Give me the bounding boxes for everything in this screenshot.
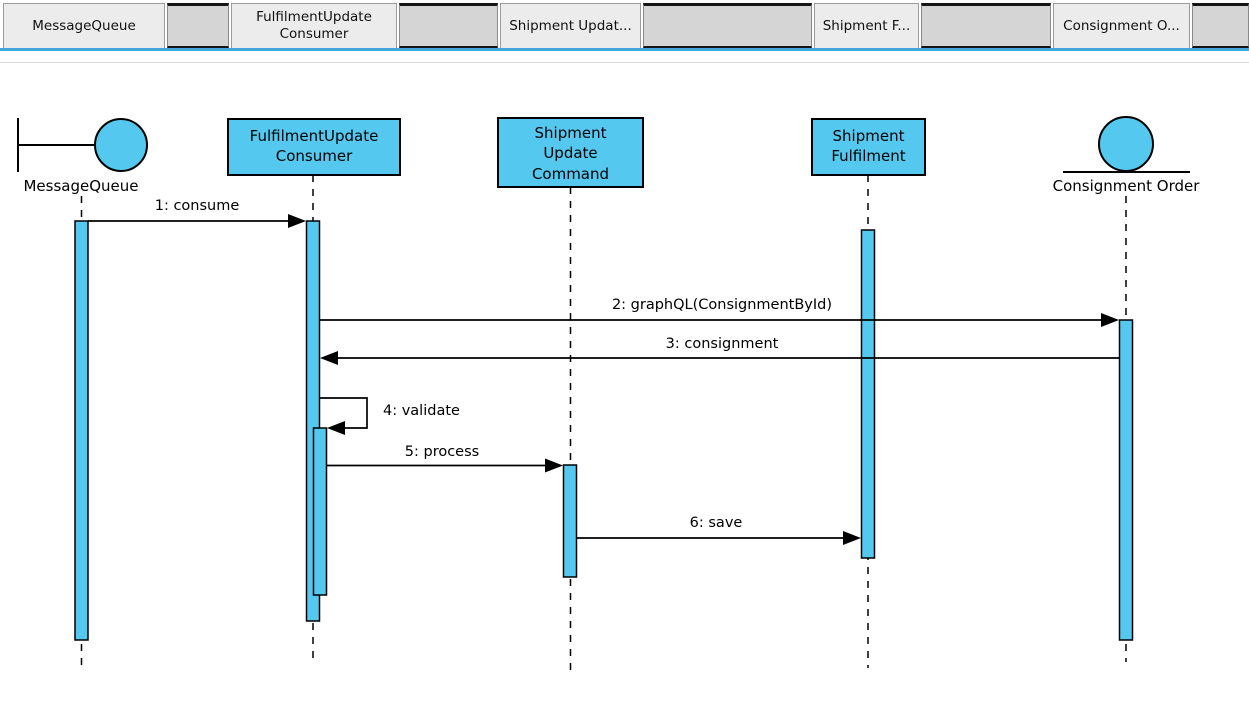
activation-bar-fulfilment-nested[interactable] — [312, 427, 328, 596]
tab-underline — [0, 48, 1249, 51]
message-5-process[interactable]: 5: process — [327, 444, 563, 473]
actor-label-line: Consumer — [276, 147, 353, 165]
message-2-graphql[interactable]: 2: graphQL(ConsignmentById) — [320, 297, 1119, 327]
arrowhead-icon — [327, 421, 345, 435]
tab-label: MessageQueue — [32, 17, 136, 34]
activation-bar-consignment-order[interactable] — [1118, 319, 1134, 641]
message-4-validate[interactable]: 4: validate — [320, 397, 460, 435]
actor-label-line: Update — [543, 144, 597, 162]
actor-fulfilment-update-consumer[interactable]: FulfilmentUpdate Consumer — [227, 118, 401, 176]
actor-label-line: Fulfilment — [831, 147, 905, 165]
arrowhead-icon — [288, 214, 306, 228]
boundary-icon-circle — [94, 118, 148, 172]
message-label: 6: save — [690, 515, 743, 531]
tab-spacer-1[interactable] — [167, 3, 229, 48]
sequence-diagram-canvas[interactable]: MessageQueue FulfilmentUpdate Consumer S… — [0, 65, 1249, 701]
tab-spacer-4[interactable] — [921, 3, 1051, 48]
tab-spacer-3[interactable] — [643, 3, 812, 48]
actor-label-line: FulfilmentUpdate — [250, 127, 379, 145]
tab-label: Shipment Updat... — [509, 17, 632, 34]
entity-icon-circle — [1098, 116, 1154, 172]
message-label: 3: consignment — [666, 336, 779, 352]
tab-message-queue[interactable]: MessageQueue — [3, 3, 165, 48]
tab-label: Consignment O... — [1063, 17, 1180, 34]
actor-label-line: Command — [532, 165, 609, 183]
arrowhead-icon — [843, 531, 861, 545]
message-1-consume[interactable]: 1: consume — [88, 198, 306, 228]
actor-label: Consignment Order — [1053, 177, 1201, 195]
actor-box — [497, 117, 644, 188]
actor-label-line: Shipment — [535, 124, 607, 142]
divider-line — [0, 62, 1249, 63]
tab-spacer-2[interactable] — [399, 3, 498, 48]
message-3-consignment[interactable]: 3: consignment — [320, 336, 1119, 365]
tab-shipment-update[interactable]: Shipment Updat... — [500, 3, 641, 48]
actor-shipment-update-command[interactable]: Shipment Update Command — [497, 117, 644, 188]
arrowhead-icon — [545, 458, 563, 473]
actor-message-queue[interactable]: MessageQueue — [17, 118, 148, 195]
message-arrow-line — [320, 397, 368, 429]
message-label: 5: process — [405, 444, 479, 460]
actor-box — [227, 118, 401, 176]
tab-bar: MessageQueue FulfilmentUpdate Consumer S… — [0, 0, 1249, 48]
actor-label: MessageQueue — [23, 177, 138, 195]
actor-box — [811, 118, 926, 176]
tab-consignment-order[interactable]: Consignment O... — [1053, 3, 1190, 48]
activation-bar-shipment-fulfilment[interactable] — [860, 229, 876, 559]
arrowhead-icon — [1101, 313, 1119, 327]
tab-spacer-5[interactable] — [1192, 3, 1249, 48]
actor-label-line: Shipment — [833, 127, 905, 145]
message-label: 2: graphQL(ConsignmentById) — [612, 297, 832, 313]
actor-consignment-order[interactable]: Consignment Order — [1053, 116, 1201, 195]
tab-label: FulfilmentUpdate Consumer — [256, 9, 372, 42]
arrowhead-icon — [320, 351, 338, 365]
message-label: 4: validate — [383, 403, 460, 419]
actor-shipment-fulfilment[interactable]: Shipment Fulfilment — [811, 118, 926, 176]
activation-bar-message-queue[interactable] — [74, 220, 89, 641]
message-6-save[interactable]: 6: save — [577, 515, 861, 545]
boundary-icon — [17, 118, 95, 172]
message-label: 1: consume — [155, 198, 240, 214]
tab-shipment-fulfilment[interactable]: Shipment F... — [814, 3, 919, 48]
tab-fulfilment-update-consumer[interactable]: FulfilmentUpdate Consumer — [231, 3, 397, 48]
activation-bar-shipment-update-command[interactable] — [562, 464, 578, 578]
tab-label: Shipment F... — [822, 17, 911, 34]
